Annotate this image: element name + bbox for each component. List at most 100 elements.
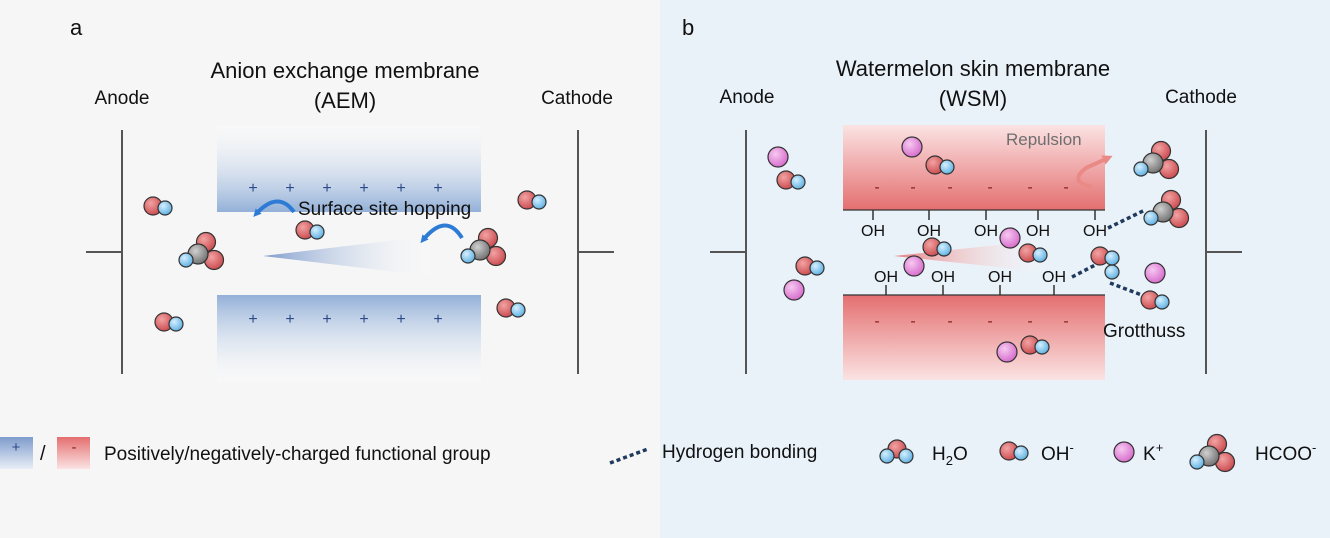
atom: [901, 136, 923, 158]
panel-b-membrane-bottom: [843, 295, 1105, 380]
panel-b-repulsion-arrow: [1076, 155, 1113, 189]
panel-a-membrane-top: [217, 125, 481, 212]
panel-b-letter: b: [682, 15, 694, 40]
formate-ion-icon: [178, 231, 225, 271]
potassium-ion-icon: [783, 279, 805, 301]
negative-charge: -: [987, 313, 992, 330]
hydroxyl-label: OH: [1083, 223, 1107, 240]
atom: [898, 448, 914, 464]
hydroxide-ion-icon: [1140, 290, 1170, 310]
atom: [178, 252, 194, 268]
atom: [999, 227, 1021, 249]
positive-charge: +: [433, 180, 442, 197]
positive-charge: +: [322, 180, 331, 197]
formate-ion-icon: [1189, 433, 1236, 473]
panel-a-membrane-bottom: [217, 295, 481, 382]
hydroxide-ion-icon: [776, 170, 806, 190]
negative-charge: -: [947, 179, 952, 196]
hydroxide-ion-icon: [795, 256, 825, 276]
legend-slash: /: [40, 443, 46, 465]
panel-a-hopping-arrow-right: [420, 223, 464, 244]
potassium-ion-icon: [903, 255, 925, 277]
atom: [1034, 339, 1050, 355]
potassium-ion-icon: [767, 146, 789, 168]
panel-b-title-line2: (WSM): [939, 86, 1007, 111]
positive-charge: +: [396, 180, 405, 197]
panel-a-title-line2: (AEM): [314, 88, 376, 113]
panel-a-letter: a: [70, 15, 83, 40]
panel-a-transport-arrow: [263, 236, 430, 276]
panel-a-title-line1: Anion exchange membrane: [210, 58, 479, 83]
atom: [1133, 161, 1149, 177]
atom: [809, 260, 825, 276]
negative-charge: -: [947, 313, 952, 330]
hydroxyl-label: OH: [1026, 223, 1050, 240]
atom: [157, 200, 173, 216]
hydroxyl-label: OH: [917, 223, 941, 240]
legend-positive-swatch: [0, 437, 33, 469]
panel-b-repulsion-label: Repulsion: [1006, 130, 1082, 149]
hydroxide-ion-icon: [1018, 243, 1048, 263]
hydroxyl-label: OH: [1042, 269, 1066, 286]
panel-b-hydrogen-bonds: [1071, 208, 1148, 299]
positive-charge: +: [433, 311, 442, 328]
atom: [309, 224, 325, 240]
atom: [790, 174, 806, 190]
legend-h2o-label: H2O: [932, 444, 968, 468]
panel-b-membrane-top: [843, 125, 1105, 210]
atom: [1189, 454, 1205, 470]
potassium-ion-icon: [996, 341, 1018, 363]
hydroxide-ion-icon: [999, 441, 1029, 461]
potassium-ion-icon: [1113, 441, 1135, 463]
panel-a-positive-charges-bottom: ++++++: [248, 311, 442, 328]
atom: [903, 255, 925, 277]
atom: [879, 448, 895, 464]
panel-b-negative-charges-bottom: ------: [874, 313, 1068, 330]
panel-a-hopping-arrow-left: [253, 199, 296, 217]
hydroxide-ion-icon: [295, 220, 325, 240]
panel-a: a Anion exchange membrane (AEM) Anode Ca…: [0, 0, 660, 538]
formate-ion-icon: [1133, 140, 1180, 180]
legend-functional-group: Positively/negatively-charged functional…: [104, 444, 491, 465]
hydroxide-ion-icon: [925, 155, 955, 175]
positive-charge: +: [248, 180, 257, 197]
potassium-ion-icon: [1144, 262, 1166, 284]
legend-oh-label: OH-: [1041, 440, 1074, 465]
formate-ion-icon: [1143, 189, 1190, 229]
panel-b: b Watermelon skin membrane (WSM) Anode C…: [660, 0, 1330, 538]
negative-charge: -: [1063, 313, 1068, 330]
panel-a-background: [0, 0, 660, 538]
panel-b-grotthuss-label: Grotthuss: [1103, 321, 1185, 342]
hydroxide-ion-icon: [517, 190, 547, 210]
hydroxyl-label: OH: [861, 223, 885, 240]
atom: [168, 316, 184, 332]
positive-charge: +: [285, 180, 294, 197]
atom: [1104, 250, 1120, 266]
panel-b-molecules: [767, 136, 1190, 363]
hydroxyl-label: OH: [874, 269, 898, 286]
positive-charge: +: [359, 311, 368, 328]
negative-charge: -: [1063, 179, 1068, 196]
panel-b-negative-charges-top: ------: [874, 179, 1068, 196]
hydroxide-ion-icon: [1020, 335, 1050, 355]
hydrogen-atom: [1104, 264, 1120, 280]
legend-negative-swatch: [57, 437, 90, 469]
legend-plus-sign: +: [12, 439, 21, 456]
negative-charge: -: [1027, 313, 1032, 330]
negative-charge: -: [874, 313, 879, 330]
hydroxide-ion-icon: [154, 312, 184, 332]
water-molecule-icon: [879, 439, 914, 464]
negative-charge: -: [874, 179, 879, 196]
atom: [783, 279, 805, 301]
panel-a-positive-charges-top: ++++++: [248, 180, 442, 197]
atom: [1143, 210, 1159, 226]
atom: [1144, 262, 1166, 284]
hydroxide-ion-icon: [922, 237, 952, 257]
panel-a-molecules: [143, 190, 547, 332]
legend: + / - Positively/negatively-charged func…: [0, 433, 1316, 473]
atom: [531, 194, 547, 210]
atom: [460, 248, 476, 264]
positive-charge: +: [248, 311, 257, 328]
panel-a-hopping-label: Surface site hopping: [298, 199, 471, 220]
